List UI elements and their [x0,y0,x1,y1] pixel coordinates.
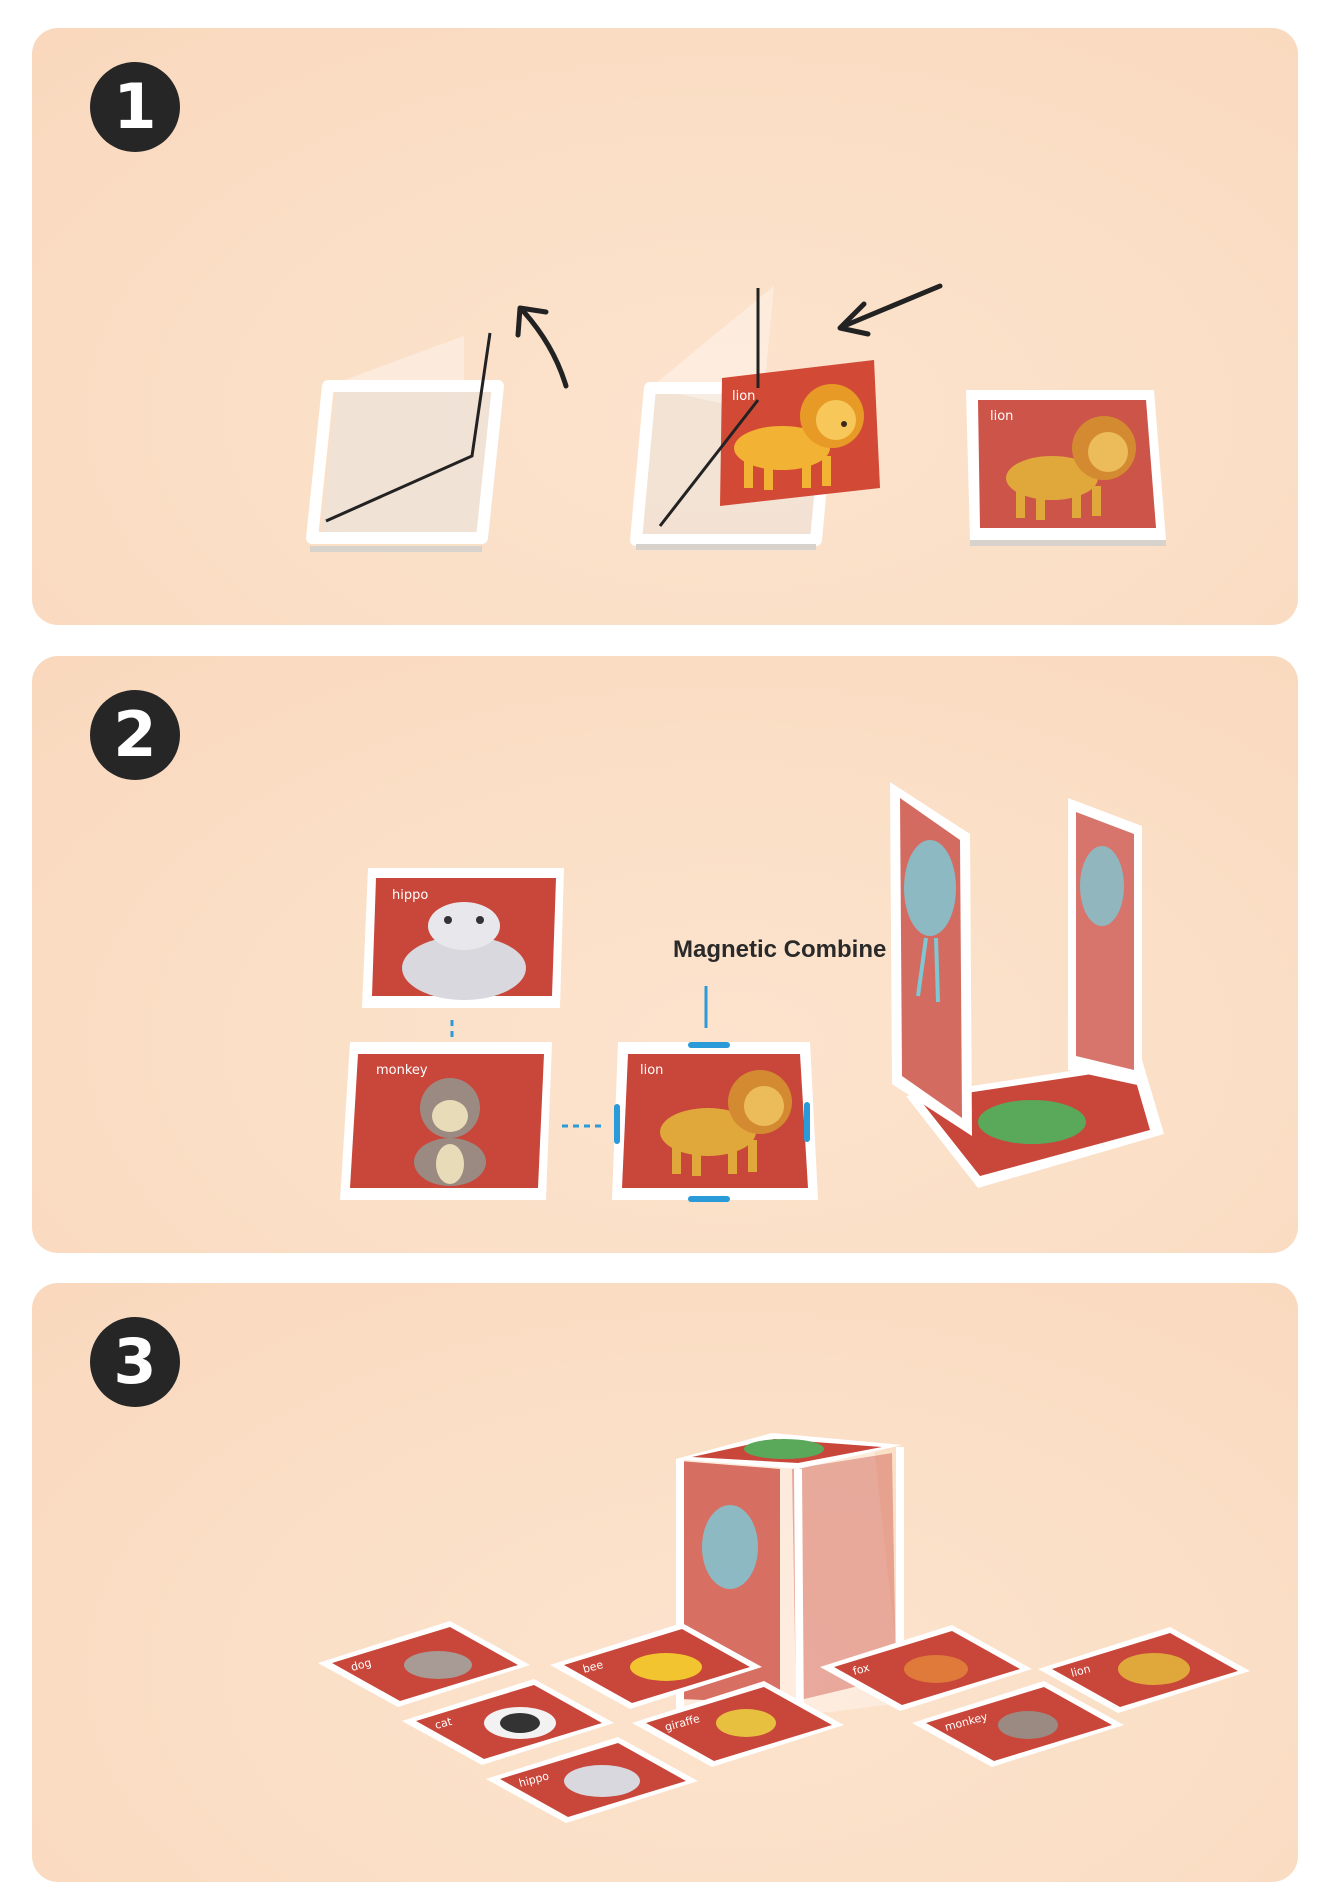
monkey-tile: monkey [340,1042,552,1200]
magnet-left [614,1104,620,1144]
step-2-illustration: hippo monkey lion [340,782,1164,1202]
hippo-tile: hippo [362,868,564,1008]
folded-structure [890,782,1164,1188]
step-number-badge: 3 [90,1317,180,1407]
magnet-right [804,1102,810,1142]
step-2-panel: 2 Magnetic Combine hippo monkey [32,656,1298,1253]
floor-tile-bee: bee [550,1623,762,1709]
step-number-badge: 1 [90,62,180,152]
floor-tile-cat: cat [402,1679,614,1765]
step-3-illustration: dog bee cat giraffe [318,1433,1250,1823]
floor-tile-label: bee [581,1658,604,1676]
finished-lion-tile: lion [966,390,1166,546]
magnetic-combine-label: Magnetic Combine [673,936,887,963]
lion-magnet-tile: lion [612,1042,818,1202]
lion-tile-label: lion [640,1063,663,1078]
floor-tile-label: lion [1069,1662,1092,1680]
hippo-tile-label: hippo [392,888,428,903]
floor-tile-lion: lion [1038,1627,1250,1713]
empty-frame [306,332,504,552]
magnet-bottom [688,1196,730,1202]
floor-tile-label: cat [433,1715,454,1732]
sheet-diagonal-line [658,399,760,527]
floor-tile-giraffe: giraffe [632,1681,844,1767]
step-3-panel: 3 dog [32,1283,1298,1882]
step-1-panel: 1 lion [32,28,1298,625]
lion-card-label: lion [732,389,755,404]
lion-card: lion [720,360,880,506]
framed-tile-label: lion [990,409,1013,424]
monkey-tile-label: monkey [376,1063,428,1078]
lift-arrow [515,305,569,389]
floor-tile-hippo: hippo [486,1737,698,1823]
floor-tile-fox: fox [820,1625,1032,1711]
step-number-badge: 2 [90,690,180,780]
floor-tile-monkey: monkey [912,1681,1124,1767]
step-1-illustration: lion lion [306,283,1166,552]
floor-tile-dog: dog [318,1621,530,1707]
floor-tile-label: dog [349,1656,372,1674]
floor-tile-label: fox [851,1661,871,1678]
floor-tiles: dog bee cat giraffe [318,1621,1250,1823]
magnet-top [688,1042,730,1048]
insert-arrow [837,283,943,337]
